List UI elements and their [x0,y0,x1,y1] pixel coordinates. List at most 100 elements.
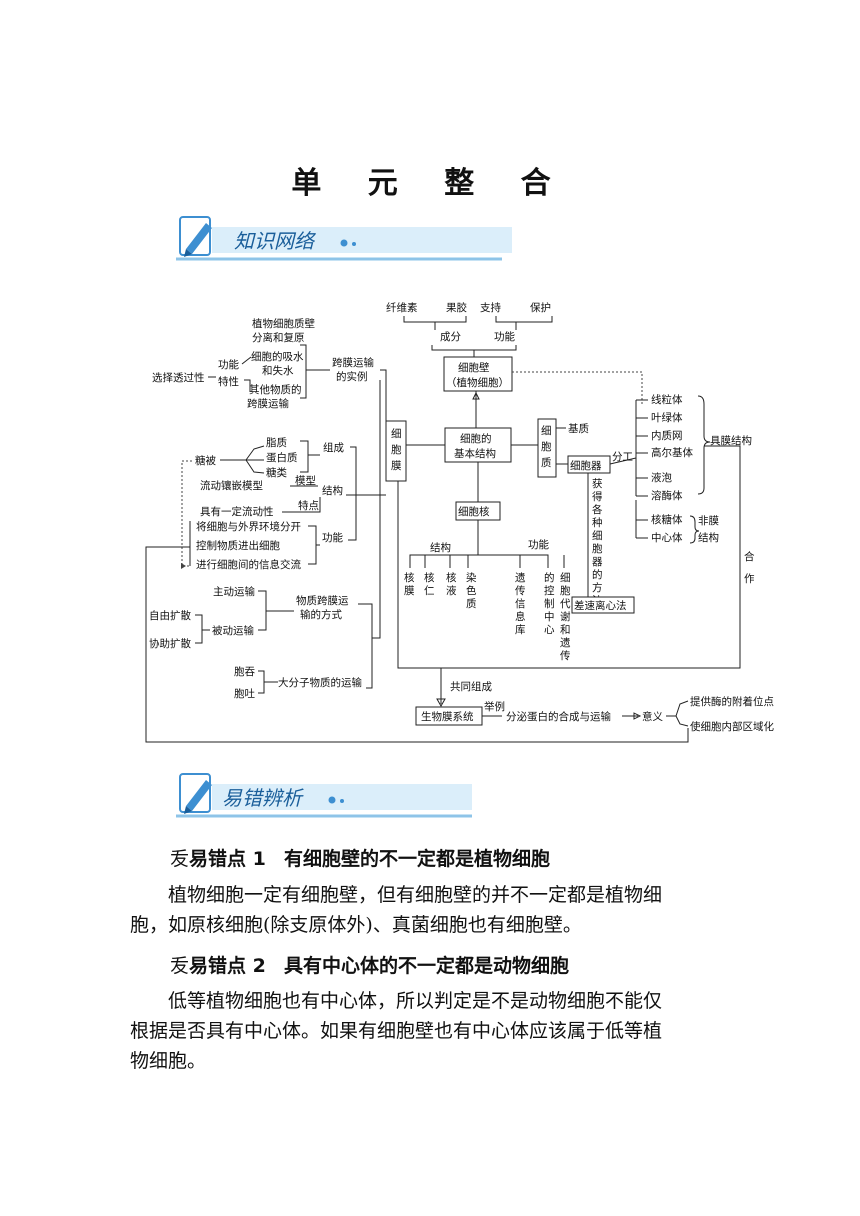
diagram-label: 控 [544,584,555,597]
diagram-label: 差速离心法 [574,599,627,612]
diagram-label: 质 [541,457,552,469]
diagram-label: 胞 [592,543,603,555]
diagram-label: 糖被 [195,454,216,467]
label-basic1: 细胞的 [460,432,492,445]
diagram-label: 意义 [642,710,663,723]
diagram-label: 功能 [218,358,239,371]
diagram-label: 的 [544,571,555,584]
error-text-1: 植物细胞一定有细胞壁，但有细胞壁的并不一定都是植物细 胞，如原核细胞(除支原体外… [130,884,663,936]
section-banner-errors: 易错辨析 [172,770,482,824]
diagram-label: 特性 [218,375,239,388]
diagram-label: 的实例 [336,370,368,383]
label-basic2: 基本结构 [454,447,496,460]
diagram-label: 心 [544,624,555,636]
diagram-label: 结构 [430,541,451,554]
diagram-label: 模型 [295,474,316,487]
diagram-label: 和失水 [262,364,294,377]
diagram-label: 输的方式 [300,608,342,621]
diagram-label: 各 [592,503,603,516]
diagram-label: 举例 [484,700,505,713]
diagram-label: 核 [446,571,457,584]
diagram-label: 器 [592,556,603,568]
diagram-label: 结构 [698,531,719,544]
diagram-label: 液 [446,584,457,597]
diagram-label: 选择透过性 [152,371,205,384]
diagram-label: 中心体 [651,531,683,544]
box-cell-membrane [385,420,407,482]
diagram-label: 作 [744,573,755,585]
box-centrifuge [571,596,635,614]
diagram-label: 功能 [528,538,549,551]
label-wall-sub: （植物细胞） [446,376,509,389]
box-cytoplasm [537,418,557,478]
diagram-label: 溶酶体 [651,489,683,502]
pencil-icon [179,216,212,257]
diagram-label: 线粒体 [651,393,683,406]
label-fiber: 纤维素 [386,301,418,314]
error-point-2: 叐易错点 2 具有中心体的不一定都是动物细胞 [170,955,569,977]
error-point-1: 叐易错点 1 有细胞壁的不一定都是植物细胞 [170,848,550,870]
diagram-label: 遗 [515,571,526,584]
label-pectin: 果胶 [446,301,467,314]
diagram-label: 胞 [391,444,402,456]
diagram-label: 膜 [404,585,415,597]
label-support: 支持 [480,301,501,314]
diagram-label: 将细胞与外界环境分开 [196,520,301,533]
diagram-label: 组成 [323,441,344,454]
diagram-label: 谢 [560,610,571,623]
diagram-label: 分离和复原 [252,331,305,344]
diagram-label: 结构 [322,484,343,497]
diagram-label: 合 [744,550,755,563]
diagram-label: 细 [560,571,571,584]
diagram-label: 库 [515,623,526,636]
diagram-label: 核糖体 [651,513,683,526]
diagram-label: 脂质 [266,436,287,449]
diagram-label: 使细胞内部区域化 [690,720,774,733]
diagram-label: 方 [592,581,603,594]
diagram-label: 中 [544,610,555,623]
diagram-label: 制 [544,597,555,610]
label-wall-function: 功能 [494,330,515,343]
diagram-label: 得 [592,491,603,503]
diagram-label: 叶绿体 [651,411,683,424]
diagram-label: 控制物质进出细胞 [196,539,280,552]
diagram-label: 非膜 [698,515,719,527]
diagram-label: 大分子物质的运输 [278,676,362,689]
section-banner-network: 知识网络 [172,213,522,267]
diagram-label: 具膜结构 [710,434,752,447]
diagram-label: 染 [466,571,477,584]
diagram-label: 代 [560,598,571,610]
error-text-2: 低等植物细胞也有中心体，所以判定是不是动物细胞不能仅 根据是否具有中心体。如果有… [130,990,663,1072]
diagram-label: 信 [515,598,526,610]
section-title-errors: 易错辨析 [222,786,304,810]
diagram-label: 进行细胞间的信息交流 [196,558,301,571]
diagram-label: 膜 [391,460,402,472]
diagram-label: 质 [466,598,477,610]
diagram-label: 息 [515,610,526,623]
diagram-label: 获 [592,478,603,490]
diagram-label: 色 [466,584,477,597]
diagram-label: 基质 [568,422,589,435]
diagram-label: 细胞核 [458,505,490,518]
concept-map: 纤维素 果胶 支持 保护 成分 功能 细胞壁 （植物细胞） 细胞的 基本结构 细… [145,301,774,743]
diagram-label: 协助扩散 [149,637,191,650]
diagram-label: 糖类 [266,466,287,479]
diagram-label: 跨膜运输 [247,397,289,410]
diagram-label: 细 [541,424,552,437]
diagram-label: 共同组成 [450,680,492,693]
diagram-label: 细胞的吸水 [251,350,304,363]
diagram-label: 胞吐 [234,688,255,700]
label-wall: 细胞壁 [458,361,490,374]
diagram-label: 其他物质的 [249,383,302,396]
label-component: 成分 [440,331,461,343]
diagram-label: 细胞器 [570,459,602,472]
diagram-label: 植物细胞质壁 [252,317,315,330]
diagram-label: 核 [424,571,435,584]
box-cell-wall [443,356,513,392]
diagram-label: 细 [391,427,402,440]
diagram-label: 分工 [612,451,633,463]
diagram-label: 内质网 [651,429,683,442]
diagram-label: 胞 [560,585,571,597]
box-organelle [567,455,611,474]
diagram-label: 功能 [322,531,343,544]
